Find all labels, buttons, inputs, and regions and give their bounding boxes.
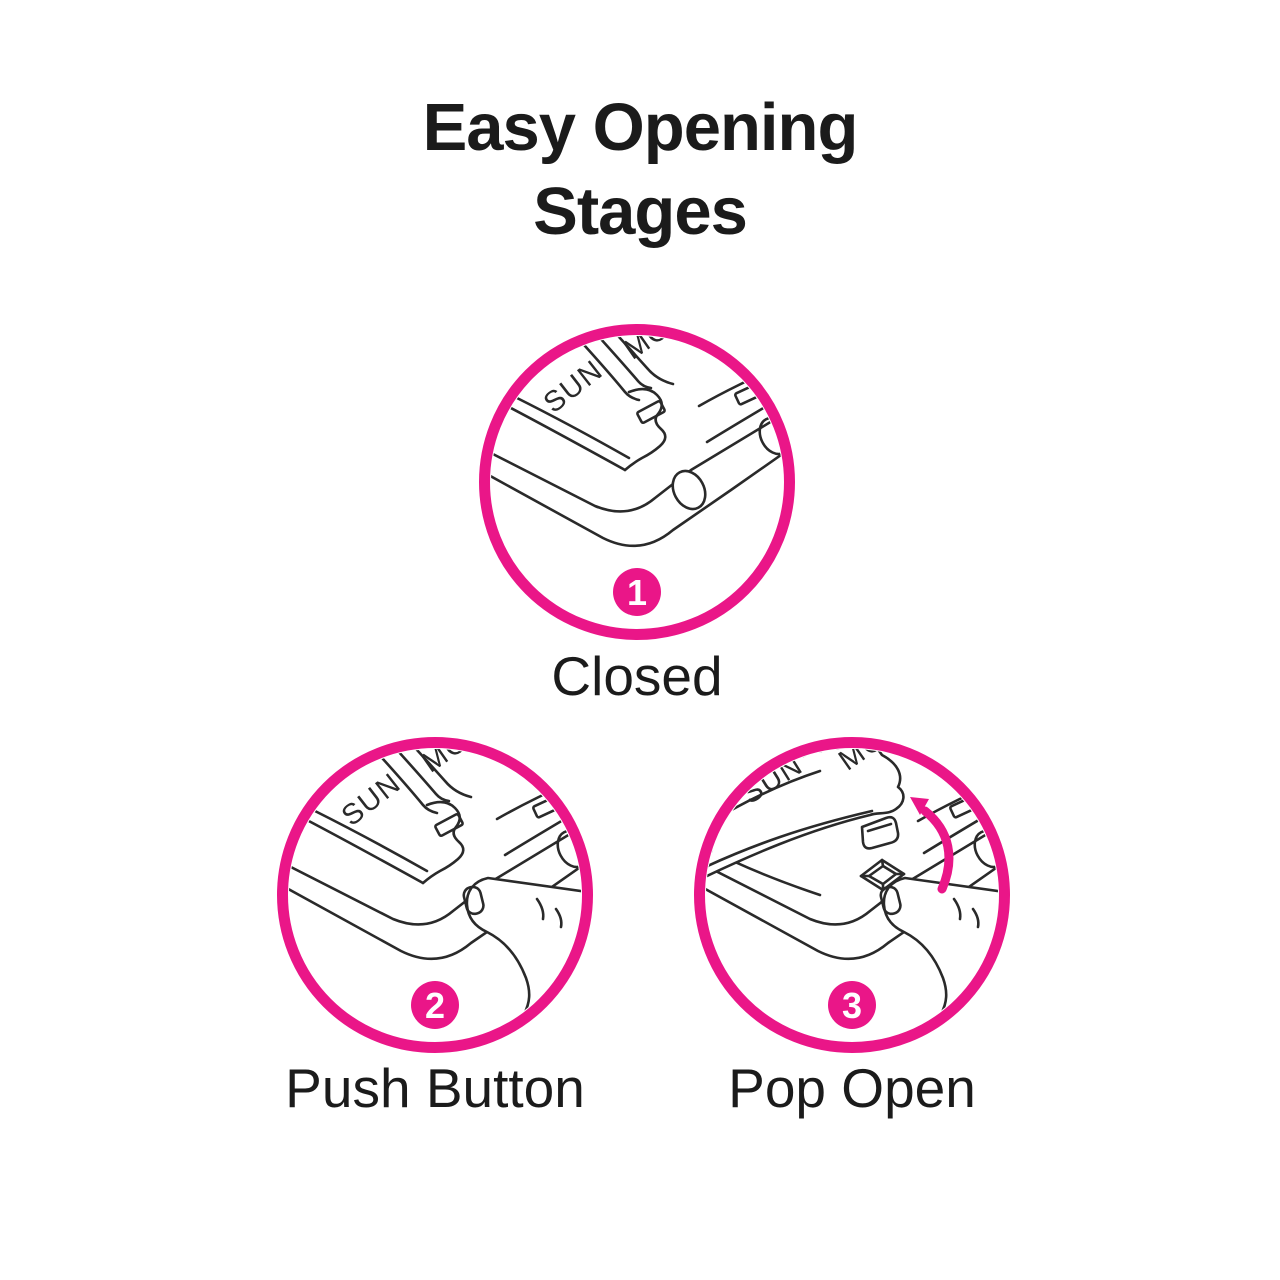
step-number-1: 1	[627, 572, 647, 613]
latch-slot	[434, 813, 464, 837]
next-release-button	[973, 829, 998, 869]
stage-ring	[694, 737, 1010, 1053]
stage-label-pop-open: Pop Open	[728, 1057, 976, 1119]
lid-latch	[421, 800, 465, 885]
fingernail	[879, 885, 902, 916]
step-badge-1	[613, 568, 661, 616]
stage-ring	[277, 737, 593, 1053]
latch-slot-hole	[859, 858, 906, 892]
lid-latch	[623, 387, 667, 472]
page-title: Easy Opening Stages	[0, 86, 1280, 255]
latch-slot	[636, 400, 666, 424]
stage-ring	[479, 324, 795, 640]
knuckle-lines	[535, 897, 563, 929]
sun-lid-lines	[505, 387, 667, 472]
release-button	[671, 469, 707, 511]
box-body-lines	[491, 410, 783, 548]
stage-1-figure: SUN MO 1	[479, 324, 795, 640]
step-number-2: 2	[425, 985, 445, 1026]
stage-3-figure: SUN MO 3	[694, 737, 1010, 1053]
stage-2-figure: SUN MO 2	[277, 737, 593, 1053]
box-body-lines	[289, 823, 581, 961]
title-line-2: Stages	[533, 174, 748, 250]
fingernail	[462, 885, 485, 916]
lid-latch-tab	[860, 815, 900, 850]
next-release-button	[758, 416, 783, 456]
step-number-3: 3	[842, 985, 862, 1026]
step-badge-3	[828, 981, 876, 1029]
pillbox-closed-illustration: SUN MO	[491, 336, 783, 548]
knuckle-lines	[952, 897, 980, 929]
stage-label-closed: Closed	[551, 645, 723, 707]
title-line-1: Easy Opening	[422, 90, 859, 165]
sun-lid-lines	[303, 800, 465, 885]
step-badge-2	[411, 981, 459, 1029]
stage-label-push-button: Push Button	[285, 1057, 585, 1119]
pop-open-arrow-icon	[910, 797, 954, 894]
next-release-button	[556, 829, 581, 869]
